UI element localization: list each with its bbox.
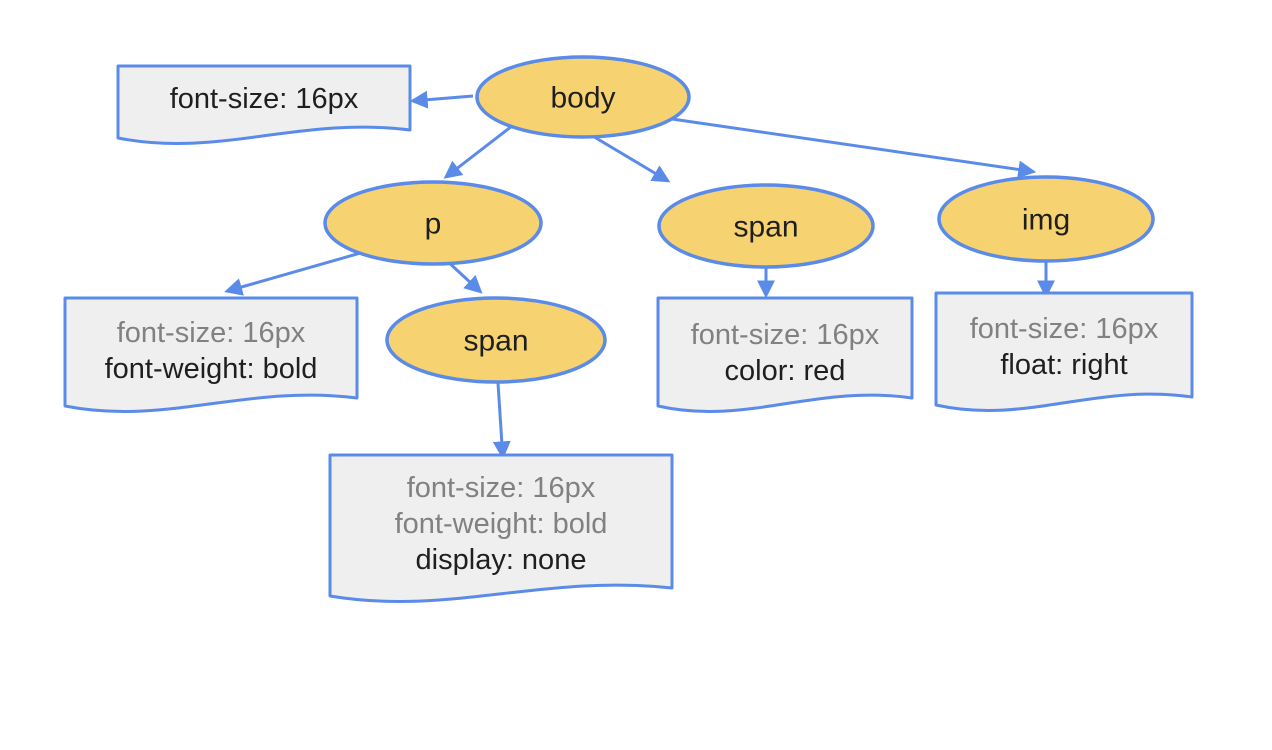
edge-body-to-body-note [409,90,474,109]
note-line: font-size: 16px [170,83,359,115]
note-shape [63,296,359,413]
note-line: color: red [725,355,846,387]
node-label: span [733,211,798,244]
note-body-styles: font-size: 16px [116,64,412,145]
node-img: img [937,175,1155,263]
note-line: font-weight: bold [395,508,608,540]
node-p: p [323,180,543,266]
note-line: display: none [416,544,587,576]
edge-body-to-span [590,133,671,183]
note-span-styles: font-size: 16px color: red [656,296,914,413]
edge-body-to-img [671,117,1037,179]
node-ellipse [385,296,607,384]
edge-body-to-p [443,124,513,179]
note-shape [934,291,1194,412]
node-inner-span: span [385,296,607,384]
note-line: font-size: 16px [407,472,596,504]
node-span: span [657,183,875,269]
note-line: font-weight: bold [105,353,318,385]
note-shape [656,296,914,413]
note-line: font-size: 16px [970,313,1159,345]
note-line: font-size: 16px [691,319,880,351]
note-line: font-size: 16px [117,317,306,349]
node-label: p [425,208,442,241]
node-ellipse [475,55,691,139]
node-body: body [475,55,691,139]
note-img-styles: font-size: 16px float: right [934,291,1194,412]
node-label: img [1022,204,1070,237]
edges [224,90,1055,460]
node-ellipse [657,183,875,269]
edge-p-to-p-note [224,250,365,296]
node-ellipse [937,175,1155,263]
note-shape [328,453,674,603]
note-line: float: right [1000,349,1127,381]
node-ellipse [323,180,543,266]
note-p-styles: font-size: 16px font-weight: bold [63,296,359,413]
node-label: body [550,82,615,115]
note-inner-span-styles: font-size: 16px font-weight: bold displa… [328,453,674,603]
note-shape [116,64,412,145]
node-label: span [463,325,528,358]
edge-inner-span-to-note [492,382,511,460]
